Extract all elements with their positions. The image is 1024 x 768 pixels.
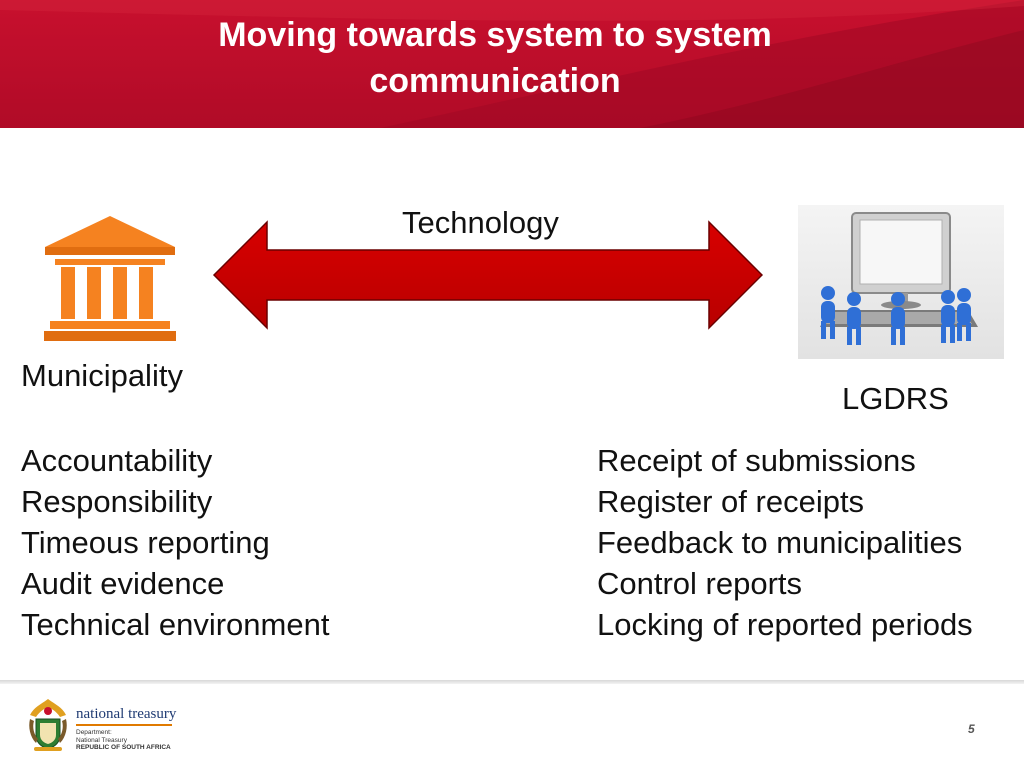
- list-item: Control reports: [597, 566, 803, 601]
- national-treasury-logo: national treasury Department: National T…: [76, 706, 176, 752]
- lgdrs-functions-list: Receipt of submissions Register of recei…: [597, 440, 973, 645]
- page-number: 5: [968, 722, 975, 736]
- logo-treasury: National Treasury: [76, 736, 127, 744]
- logo-underline: [76, 724, 172, 726]
- list-item: Technical environment: [21, 607, 330, 642]
- list-item: Audit evidence: [21, 566, 225, 601]
- list-item: Accountability: [21, 443, 213, 478]
- list-item: Receipt of submissions: [597, 443, 916, 478]
- list-item: Responsibility: [21, 484, 213, 519]
- municipal-building-icon: [44, 216, 176, 341]
- slide-title: Moving towards system to system communic…: [140, 12, 850, 104]
- slide-title-line1: Moving towards system to system: [218, 16, 772, 54]
- list-item: Register of receipts: [597, 484, 865, 519]
- arrow-label: Technology: [402, 205, 559, 240]
- list-item: Timeous reporting: [21, 525, 270, 560]
- logo-name: national treasury: [76, 706, 177, 722]
- logo-country: REPUBLIC OF SOUTH AFRICA: [76, 744, 171, 751]
- municipality-label: Municipality: [21, 358, 183, 393]
- municipality-responsibilities-list: Accountability Responsibility Timeous re…: [21, 440, 329, 645]
- list-item: Feedback to municipalities: [597, 525, 963, 560]
- lgdrs-label: LGDRS: [842, 381, 949, 416]
- coat-of-arms-icon: [29, 699, 67, 751]
- header-swoosh-decoration: [0, 0, 1024, 128]
- logo-department: Department:: [76, 729, 112, 736]
- footer-divider: [0, 680, 1024, 684]
- double-headed-arrow: [212, 220, 764, 330]
- slide-title-line2: communication: [369, 62, 621, 100]
- people-around-computer-icon: [798, 205, 1004, 359]
- list-item: Locking of reported periods: [597, 607, 973, 642]
- slide-header: Moving towards system to system communic…: [0, 0, 1024, 128]
